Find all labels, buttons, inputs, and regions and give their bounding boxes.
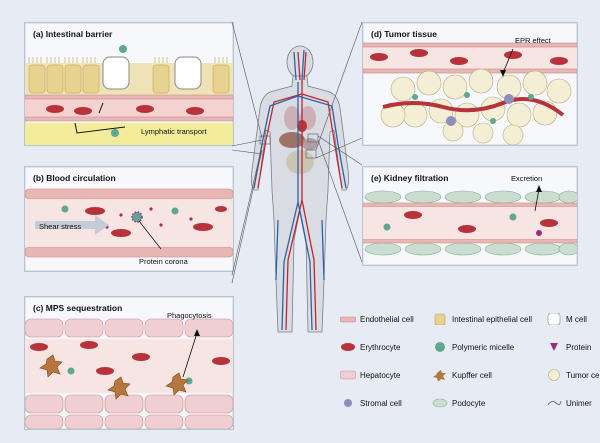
polymeric-micelle-icon bbox=[435, 342, 445, 352]
protein-corona-label: Protein corona bbox=[139, 257, 188, 266]
legend-item-polymeric-micelle: Polymeric micelle bbox=[432, 340, 514, 354]
legend-item-unimer: Unimer bbox=[546, 396, 592, 410]
phagocytosis-label: Phagocytosis bbox=[167, 311, 212, 320]
legend-label: Polymeric micelle bbox=[452, 342, 515, 352]
legend-item-podocyte: Podocyte bbox=[432, 396, 485, 410]
panel-title: (c) MPS sequestration bbox=[33, 303, 123, 313]
lymphatic-transport-label: Lymphatic transport bbox=[141, 127, 207, 136]
legend: Endothelial cell Intestinal epithelial c… bbox=[340, 310, 600, 436]
legend-label: Protein bbox=[566, 342, 592, 352]
m-cell-icon bbox=[547, 313, 561, 325]
unimer-icon bbox=[547, 400, 562, 406]
legend-item-protein: Protein bbox=[546, 340, 591, 354]
legend-label: Stromal cell bbox=[360, 398, 402, 408]
legend-item-stromal: Stromal cell bbox=[340, 396, 402, 410]
legend-item-kupffer: Kupffer cell bbox=[432, 368, 492, 382]
endothelial-cell-icon bbox=[340, 316, 356, 323]
panel-tumor-tissue: (d) Tumor tissue EPR effect bbox=[362, 22, 578, 146]
legend-label: Intestinal epithelial cell bbox=[452, 314, 533, 324]
human-body-figure bbox=[230, 40, 370, 340]
legend-label: M cell bbox=[566, 314, 587, 324]
legend-item-erythrocyte: Erythrocyte bbox=[340, 340, 400, 354]
panel-title: (e) Kidney filtration bbox=[371, 173, 449, 183]
legend-item-hepatocyte: Hepatocyte bbox=[340, 368, 400, 382]
legend-item-intestinal-epithelial: Intestinal epithelial cell bbox=[432, 312, 532, 326]
excretion-label: Excretion bbox=[511, 174, 543, 183]
legend-item-m-cell: M cell bbox=[546, 312, 587, 326]
legend-label: Kupffer cell bbox=[452, 370, 492, 380]
panel-intestinal-barrier: (a) Intestinal barrier bbox=[24, 22, 234, 146]
legend-label: Podocyte bbox=[452, 398, 486, 408]
stromal-cell-icon bbox=[344, 399, 352, 407]
panel-title: (d) Tumor tissue bbox=[371, 29, 437, 39]
protein-icon bbox=[550, 343, 558, 351]
panel-title: (a) Intestinal barrier bbox=[33, 29, 113, 39]
legend-label: Tumor cell bbox=[566, 370, 600, 380]
legend-label: Hepatocyte bbox=[360, 370, 401, 380]
panel-kidney-filtration: (e) Kidney filtration Excretion bbox=[362, 166, 578, 266]
hepatocyte-icon bbox=[340, 370, 356, 380]
legend-label: Erythrocyte bbox=[360, 342, 401, 352]
legend-label: Endothelial cell bbox=[360, 314, 414, 324]
epr-effect-label: EPR effect bbox=[515, 36, 551, 45]
intestinal-epithelial-cell-icon bbox=[434, 313, 446, 325]
panel-mps-sequestration: (c) MPS sequestration Phagocytosis bbox=[24, 296, 234, 430]
legend-item-tumor: Tumor cell bbox=[546, 368, 600, 382]
panel-blood-circulation: (b) Blood circulation Shear stress Prote… bbox=[24, 166, 234, 272]
tumor-cell-icon bbox=[548, 369, 560, 381]
shear-stress-label: Shear stress bbox=[39, 222, 82, 231]
panel-title: (b) Blood circulation bbox=[33, 173, 116, 183]
legend-item-endothelial: Endothelial cell bbox=[340, 312, 414, 326]
podocyte-icon bbox=[432, 398, 448, 408]
erythrocyte-icon bbox=[341, 343, 355, 351]
kupffer-cell-icon bbox=[433, 370, 446, 381]
legend-label: Unimer bbox=[566, 398, 592, 408]
